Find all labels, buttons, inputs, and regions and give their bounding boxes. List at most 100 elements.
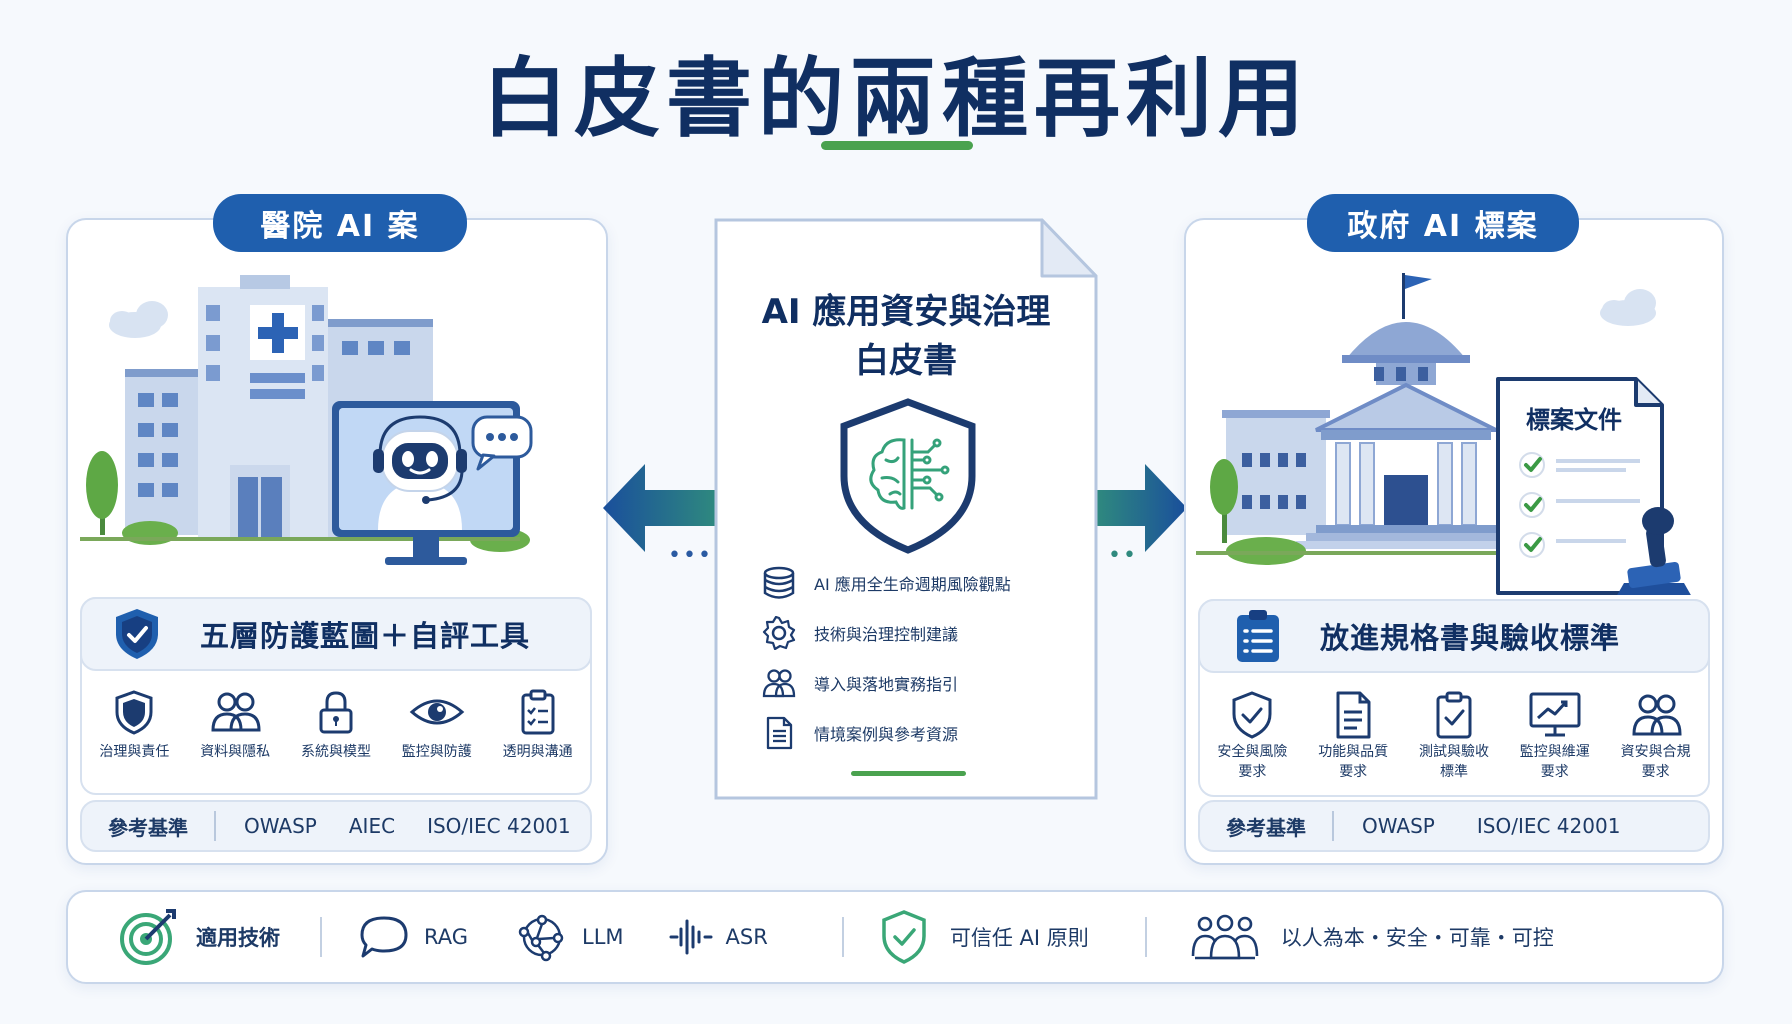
gear-icon — [762, 616, 796, 650]
government-feature-title: 放進規格書與驗收標準 — [1320, 621, 1621, 655]
icon-label: 治理與責任 — [99, 744, 170, 760]
whitepaper-item-label: AI 應用全生命週期風險觀點 — [814, 575, 1011, 594]
users-icon — [762, 669, 796, 698]
icon-item-ops: 監控與維運要求 — [1505, 690, 1605, 782]
hospital-icon-row: 治理與責任 資料與隱私 系統與模型 監控與防護 — [84, 688, 588, 762]
page-title: 白皮書的兩種再利用 — [482, 49, 1310, 149]
icon-label: 透明與溝通 — [502, 744, 573, 760]
people-group-icon — [1191, 914, 1259, 960]
whitepaper-item-label: 情境案例與參考資源 — [814, 725, 959, 744]
divider — [1332, 811, 1334, 841]
database-icon — [763, 566, 795, 599]
hospital-ref-bar: 參考基準 OWASP AIEC ISO/IEC 42001 — [80, 800, 592, 852]
divider — [1144, 917, 1147, 957]
ref-iso: ISO/IEC 42001 — [427, 814, 571, 838]
clipboard-icon — [521, 689, 555, 735]
icon-label: 資料與隱私 — [200, 744, 271, 760]
shield-check-icon — [882, 910, 926, 964]
whitepaper-item-label: 技術與治理控制建議 — [814, 625, 959, 644]
stamp-icon — [1617, 507, 1691, 595]
whitepaper-item: 情境案例與參考資源 — [762, 708, 1092, 758]
network-brain-icon — [518, 914, 564, 962]
icon-item-security-risk: 安全與風險要求 — [1202, 690, 1302, 782]
target-icon — [120, 909, 176, 965]
whitepaper-green-bar — [851, 771, 966, 776]
document-icon — [1336, 691, 1371, 739]
cloud-icon — [1600, 289, 1656, 326]
icon-label-line2: 要求 — [1540, 764, 1569, 780]
icon-label-line1: 監控與維運 — [1519, 744, 1590, 760]
arrow-left-icon — [603, 464, 719, 552]
shield-icon — [115, 690, 153, 735]
government-icon-row: 安全與風險要求 功能與品質要求 測試與驗收標準 監控與維運要求 — [1202, 690, 1706, 782]
clipboard-check-icon — [1436, 691, 1472, 739]
principles-label: 以人為本・安全・可靠・可控 — [1280, 926, 1554, 950]
shield-check-icon — [1232, 691, 1272, 739]
ref-owasp: OWASP — [1362, 814, 1435, 838]
whitepaper-items: AI 應用全生命週期風險觀點 技術與治理控制建議 導入與落地實務指引 情境案例與… — [762, 558, 1092, 758]
icon-item-function-quality: 功能與品質要求 — [1303, 690, 1403, 782]
shield-check-icon — [116, 609, 158, 659]
waveform-icon — [669, 919, 713, 955]
government-feature-bar: 放進規格書與驗收標準 — [1198, 599, 1710, 673]
icon-label-line2: 要求 — [1238, 764, 1267, 780]
eye-icon — [409, 699, 465, 725]
icon-item-data-privacy: 資料與隱私 — [185, 688, 285, 762]
whitepaper-item: AI 應用全生命週期風險觀點 — [762, 558, 1092, 608]
users-icon — [211, 692, 261, 732]
icon-item-transparency: 透明與溝通 — [488, 688, 588, 762]
government-ref-bar: 參考基準 OWASP ISO/IEC 42001 — [1198, 800, 1710, 852]
ref-owasp: OWASP — [244, 814, 317, 838]
icon-label-line1: 測試與驗收 — [1418, 744, 1489, 760]
icon-label: 系統與模型 — [300, 744, 371, 760]
whitepaper-title-line2: 白皮書 — [855, 341, 957, 381]
trust-principle-label: 可信任 AI 原則 — [949, 926, 1089, 950]
chat-bubble-icon — [360, 916, 408, 958]
icon-item-governance: 治理與責任 — [84, 688, 184, 762]
lock-icon — [319, 691, 353, 734]
hospital-feature-title: 五層防護藍圖＋自評工具 — [200, 619, 531, 653]
government-illustration — [1196, 273, 1691, 595]
robot-icon — [373, 415, 467, 530]
document-icon — [766, 716, 793, 750]
icon-label-line1: 資安與合規 — [1620, 744, 1691, 760]
hospital-pill: 醫院 AI 案 — [213, 194, 467, 252]
tech-label: 適用技術 — [196, 926, 280, 950]
hospital-illustration — [80, 275, 533, 565]
shield-brain-icon — [840, 398, 976, 554]
tech-rag: RAG — [424, 925, 469, 949]
icon-item-system-model: 系統與模型 — [286, 688, 386, 762]
ref-label: 參考基準 — [1226, 815, 1306, 840]
divider — [214, 811, 216, 841]
icon-label: 測試與驗收標準 — [1419, 742, 1489, 782]
ref-aiec: AIEC — [348, 814, 396, 838]
whitepaper-item: 導入與落地實務指引 — [762, 658, 1092, 708]
tender-doc-label: 標案文件 — [1526, 406, 1622, 434]
icon-label: 監控與維運要求 — [1520, 742, 1590, 782]
whitepaper-item: 技術與治理控制建議 — [762, 608, 1092, 658]
ref-iso: ISO/IEC 42001 — [1476, 814, 1621, 838]
tech-llm: LLM — [582, 925, 624, 949]
users-icon — [1632, 694, 1682, 736]
clipboard-list-icon — [1237, 610, 1279, 662]
government-pill: 政府 AI 標案 — [1307, 194, 1579, 252]
dots-left: ••• — [668, 543, 713, 568]
title-underline — [821, 141, 973, 150]
icon-label-line1: 安全與風險 — [1217, 744, 1288, 760]
icon-label-line2: 要求 — [1641, 764, 1670, 780]
whitepaper-item-label: 導入與落地實務指引 — [814, 675, 959, 694]
icon-label-line2: 要求 — [1339, 764, 1368, 780]
icon-item-monitoring: 監控與防護 — [387, 688, 487, 762]
icon-item-compliance: 資安與合規要求 — [1606, 690, 1706, 782]
dots-right: •• — [1108, 543, 1138, 568]
icon-label: 監控與防護 — [401, 744, 472, 760]
bottom-bar: 適用技術 RAG LLM ASR 可信任 AI 原則 — [66, 890, 1724, 984]
icon-item-testing: 測試與驗收標準 — [1404, 690, 1504, 782]
whitepaper-title-line1: AI 應用資安與治理 — [761, 292, 1051, 332]
hospital-feature-bar: 五層防護藍圖＋自評工具 — [80, 597, 592, 671]
cloud-icon — [109, 301, 168, 338]
tech-asr: ASR — [725, 925, 768, 949]
icon-label: 資安與合規要求 — [1621, 742, 1691, 782]
icon-label: 功能與品質要求 — [1318, 742, 1388, 782]
arrow-right-icon — [1095, 464, 1187, 552]
